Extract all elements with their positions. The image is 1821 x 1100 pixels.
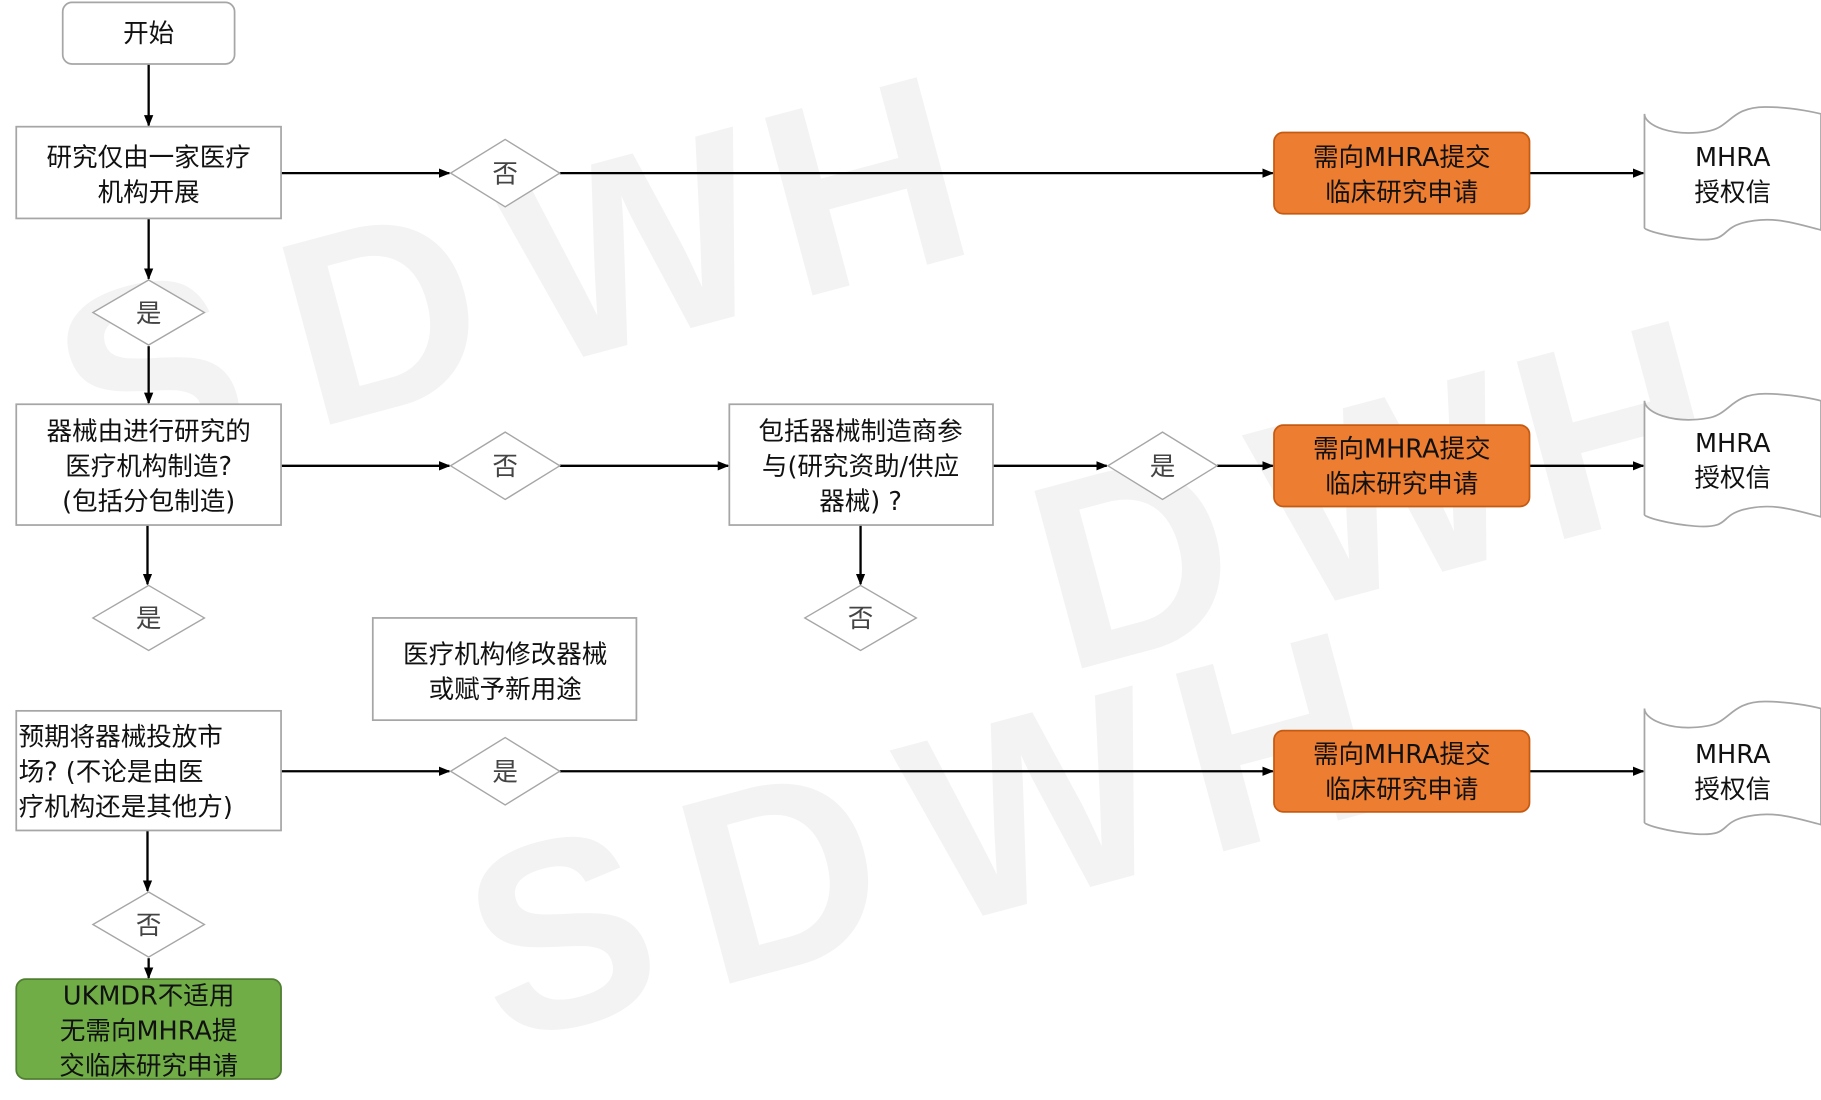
decision-label: 否: [136, 911, 162, 941]
question-single-institution: 研究仅由一家医疗 机构开展: [15, 125, 282, 220]
document-text: 授权信: [1694, 464, 1771, 494]
document-text: 授权信: [1694, 775, 1771, 805]
decision-label: 否: [492, 159, 518, 189]
question-text: 医疗机构制造?: [65, 452, 232, 482]
question-text: 器械) ?: [819, 487, 902, 517]
outcome-text: 需向MHRA提交: [1313, 740, 1491, 770]
question-text: 机构开展: [98, 178, 200, 208]
document-text: MHRA: [1695, 143, 1771, 173]
outcome-apply-mhra: 需向MHRA提交 临床研究申请: [1273, 131, 1531, 215]
note-modified-device: 医疗机构修改器械 或赋予新用途: [371, 617, 638, 722]
question-text: 包括器械制造商参: [758, 417, 962, 447]
outcome-text: UKMDR不适用: [63, 982, 234, 1012]
outcome-text: 需向MHRA提交: [1313, 435, 1491, 465]
question-manufacturer-involved: 包括器械制造商参 与(研究资助/供应 器械) ?: [728, 403, 994, 526]
decision-yes: 是: [449, 736, 562, 806]
question-text: 研究仅由一家医疗: [47, 143, 251, 173]
outcome-ukmdr-not-applicable: UKMDR不适用 无需向MHRA提 交临床研究申请: [15, 978, 282, 1081]
outcome-apply-mhra: 需向MHRA提交 临床研究申请: [1273, 729, 1531, 813]
outcome-text: 无需向MHRA提: [60, 1017, 238, 1047]
watermark-letter: D: [650, 705, 914, 1044]
outcome-text: 交临床研究申请: [59, 1051, 238, 1081]
question-text: 疗机构还是其他方): [19, 792, 233, 822]
decision-label: 否: [492, 452, 518, 482]
question-text: (包括分包制造): [62, 487, 235, 517]
watermark-letter: S: [437, 765, 686, 1100]
watermark-letter: D: [250, 146, 514, 485]
document-mhra-letter: MHRA 授权信: [1643, 700, 1821, 836]
outcome-apply-mhra: 需向MHRA提交 临床研究申请: [1273, 424, 1531, 508]
decision-label: 否: [848, 604, 874, 634]
decision-no: 否: [449, 431, 562, 501]
start-label: 开始: [123, 19, 174, 49]
question-place-on-market: 预期将器械投放市 场? (不论是由医 疗机构还是其他方): [15, 709, 282, 832]
document-text: MHRA: [1695, 740, 1771, 770]
note-text: 或赋予新用途: [429, 675, 582, 705]
decision-label: 是: [136, 299, 162, 329]
outcome-text: 需向MHRA提交: [1313, 143, 1491, 173]
decision-label: 是: [136, 604, 162, 634]
document-mhra-letter: MHRA 授权信: [1643, 106, 1821, 241]
start-node: 开始: [61, 1, 236, 65]
decision-label: 是: [492, 758, 518, 788]
outcome-text: 临床研究申请: [1325, 775, 1478, 805]
document-text: MHRA: [1695, 429, 1771, 459]
question-text: 与(研究资助/供应: [762, 452, 959, 482]
decision-yes: 是: [1106, 431, 1219, 501]
decision-no: 否: [803, 584, 918, 652]
outcome-text: 临床研究申请: [1325, 470, 1478, 500]
question-manufactured-by-institution: 器械由进行研究的 医疗机构制造? (包括分包制造): [15, 403, 282, 526]
document-text: 授权信: [1694, 178, 1771, 208]
outcome-text: 临床研究申请: [1325, 178, 1478, 208]
question-text: 器械由进行研究的: [47, 417, 251, 447]
question-text: 场? (不论是由医: [19, 758, 204, 788]
decision-no: 否: [91, 891, 206, 958]
question-text: 预期将器械投放市: [19, 723, 223, 753]
decision-no: 否: [449, 138, 562, 208]
note-text: 医疗机构修改器械: [403, 640, 607, 670]
decision-yes: 是: [91, 279, 206, 346]
decision-yes: 是: [91, 584, 206, 652]
connectors: [142, 63, 1645, 980]
decision-label: 是: [1150, 452, 1176, 482]
